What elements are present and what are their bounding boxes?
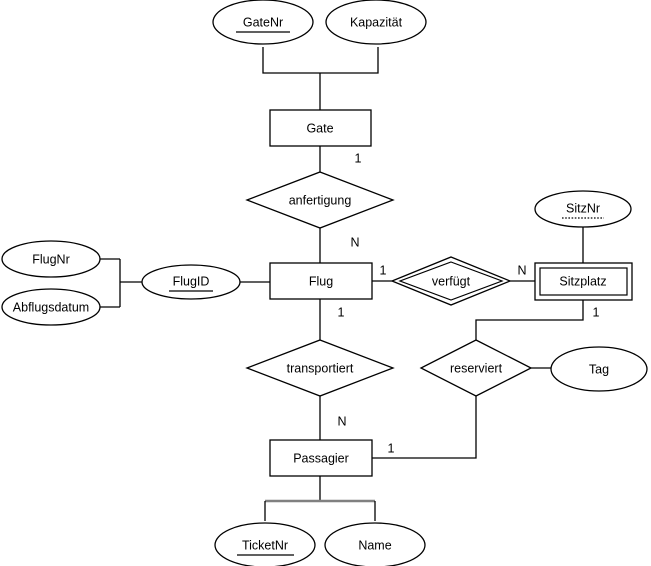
relationship-anfertigung-diamond[interactable]	[245, 171, 395, 229]
cardinality-layer: 1 N 1 N 1 N 1 1	[337, 151, 599, 455]
attribute-kapazitaet[interactable]: Kapazität	[325, 0, 427, 45]
attribute-sitznr-label: SitzNr	[566, 201, 600, 215]
relationship-reserviert[interactable]: reserviert	[419, 339, 533, 397]
relationship-reserviert-diamond[interactable]	[419, 339, 533, 397]
attribute-abflugsdatum-label: Abflugsdatum	[13, 300, 89, 314]
attribute-gatenr-label: GateNr	[243, 15, 283, 29]
cardinality-verfuegt-sitzplatz: N	[517, 263, 526, 277]
attribute-tag-label: Tag	[589, 362, 609, 376]
entity-sitzplatz-box-outer[interactable]	[534, 262, 633, 301]
cardinality-flug-verfuegt: 1	[380, 263, 387, 277]
attribute-tag-ellipse[interactable]	[550, 346, 648, 392]
attribute-kapazitaet-label: Kapazität	[350, 15, 403, 29]
attribute-name-label: Name	[358, 538, 391, 552]
relationship-anfertigung-label: anfertigung	[289, 193, 352, 207]
attribute-flugnr-ellipse[interactable]	[1, 240, 101, 278]
relationship-verfuegt-diamond-inner	[398, 261, 504, 301]
entity-gate-box[interactable]	[269, 109, 372, 147]
entity-sitzplatz-label: Sitzplatz	[559, 274, 606, 288]
attribute-name[interactable]: Name	[324, 522, 426, 566]
attribute-flugid[interactable]: FlugID	[141, 264, 241, 300]
attribute-abflugsdatum-ellipse[interactable]	[1, 288, 101, 326]
attribute-kapazitaet-ellipse[interactable]	[325, 0, 427, 45]
relationship-reserviert-label: reserviert	[450, 361, 503, 375]
attribute-name-ellipse[interactable]	[324, 522, 426, 566]
entity-gate[interactable]: Gate	[269, 109, 372, 147]
attribute-sitznr[interactable]: SitzNr	[534, 190, 632, 228]
entity-sitzplatz[interactable]: Sitzplatz	[534, 262, 633, 301]
relationship-transportiert[interactable]: transportiert	[245, 339, 395, 397]
attribute-tag[interactable]: Tag	[550, 346, 648, 392]
relationship-verfuegt-diamond-outer[interactable]	[390, 256, 512, 306]
entity-flug-box[interactable]	[269, 262, 373, 300]
entity-passagier-label: Passagier	[293, 451, 349, 465]
attribute-sitznr-ellipse[interactable]	[534, 190, 632, 228]
attribute-flugid-ellipse[interactable]	[141, 264, 241, 300]
connector-layer	[100, 47, 584, 521]
cardinality-reserviert-passagier: 1	[388, 441, 395, 455]
entity-passagier[interactable]: Passagier	[269, 439, 373, 477]
attribute-gatenr-ellipse[interactable]	[212, 0, 314, 45]
relationship-anfertigung[interactable]: anfertigung	[245, 171, 395, 229]
cardinality-gate-anfertigung: 1	[355, 151, 362, 165]
relationship-transportiert-label: transportiert	[287, 361, 354, 375]
cardinality-transportiert-passagier: N	[337, 414, 346, 428]
attribute-flugnr-label: FlugNr	[32, 252, 70, 266]
relationship-verfuegt-label: verfügt	[432, 274, 471, 288]
attribute-ticketnr-label: TicketNr	[242, 538, 288, 552]
cardinality-sitzplatz-reserviert: 1	[593, 305, 600, 319]
connector-reserviert-passagier	[372, 396, 477, 459]
entity-gate-label: Gate	[306, 121, 333, 135]
attribute-abflugsdatum[interactable]: Abflugsdatum	[1, 288, 101, 326]
attribute-gatenr[interactable]: GateNr	[212, 0, 314, 45]
connector-sitzplatz-reserviert	[475, 300, 584, 340]
relationship-transportiert-diamond[interactable]	[245, 339, 395, 397]
cardinality-anfertigung-flug: N	[350, 235, 359, 249]
attribute-flugid-label: FlugID	[173, 274, 210, 288]
attribute-ticketnr[interactable]: TicketNr	[214, 522, 316, 566]
entity-flug[interactable]: Flug	[269, 262, 373, 300]
entity-passagier-box[interactable]	[269, 439, 373, 477]
attribute-flugnr[interactable]: FlugNr	[1, 240, 101, 278]
entity-sitzplatz-box-inner	[539, 267, 628, 296]
relationship-verfuegt[interactable]: verfügt	[390, 256, 512, 306]
cardinality-flug-transportiert: 1	[338, 305, 345, 319]
entity-flug-label: Flug	[309, 274, 333, 288]
connector-gatenr-bracket	[262, 47, 379, 74]
